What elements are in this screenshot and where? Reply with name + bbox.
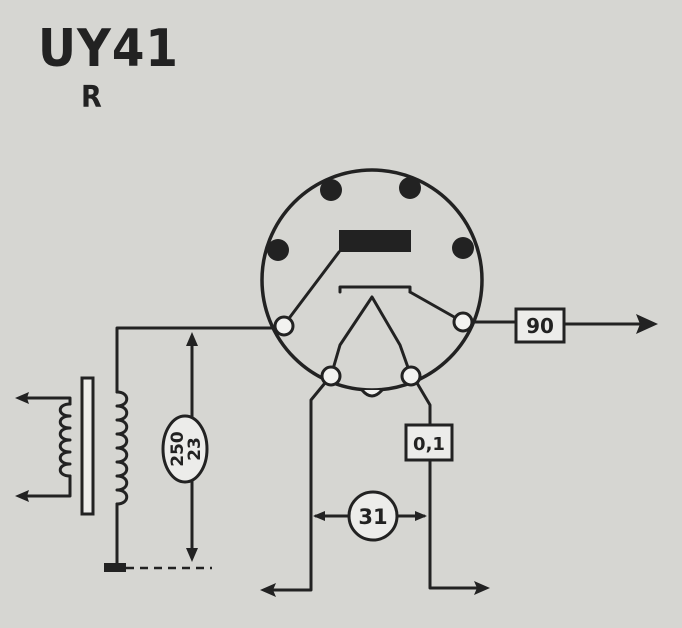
resistor-label-90: 90 (526, 314, 554, 338)
resistor-box-01 (404, 423, 454, 462)
heater-arrow-right (474, 581, 490, 595)
tube-title: UY41 (38, 19, 179, 79)
heater-filament (329, 295, 413, 378)
pin-anode (273, 315, 295, 337)
primary-arrow-bottom (15, 490, 29, 502)
tube-envelope (260, 168, 484, 392)
voltage-label-250: 250 (168, 431, 188, 467)
secondary-coil (115, 390, 129, 506)
voltage-circle-250 (161, 414, 209, 484)
vdim-arrow-top (186, 332, 198, 346)
anode-wire (115, 326, 277, 382)
pin-dot (267, 239, 289, 261)
ground-symbol (104, 563, 126, 572)
primary-lead-top (25, 396, 72, 406)
voltage-label-23: 23 (185, 437, 205, 461)
pin-heater-right (400, 365, 422, 387)
tube-key (360, 388, 384, 398)
dim-arrow-right (415, 511, 427, 521)
pin-dot (399, 177, 421, 199)
pin-dot (320, 179, 342, 201)
anode-lead (282, 250, 341, 327)
heater-wire-left (270, 381, 327, 592)
primary-coil (58, 402, 72, 478)
heater-wire-right (415, 381, 432, 427)
heater-wire-right-lower (428, 458, 480, 590)
anode-plate (339, 230, 411, 252)
primary-lead-bottom (25, 474, 72, 498)
tube-subtitle: R (81, 80, 102, 115)
resistor-label-01: 0,1 (413, 434, 445, 455)
heater-arrow-left (260, 583, 276, 597)
voltage-label-31: 31 (358, 505, 387, 529)
resistor-box-90 (514, 307, 566, 344)
dim-arrow-left (313, 511, 325, 521)
output-arrow (636, 314, 658, 334)
pin-heater-left (320, 365, 342, 387)
pin-dot (452, 237, 474, 259)
transformer-core (80, 376, 95, 516)
voltage-circle-31 (347, 490, 399, 542)
pin-cathode (452, 311, 474, 333)
cathode (338, 285, 412, 294)
primary-arrow-top (15, 392, 29, 404)
vdim-arrow-bottom (186, 548, 198, 562)
